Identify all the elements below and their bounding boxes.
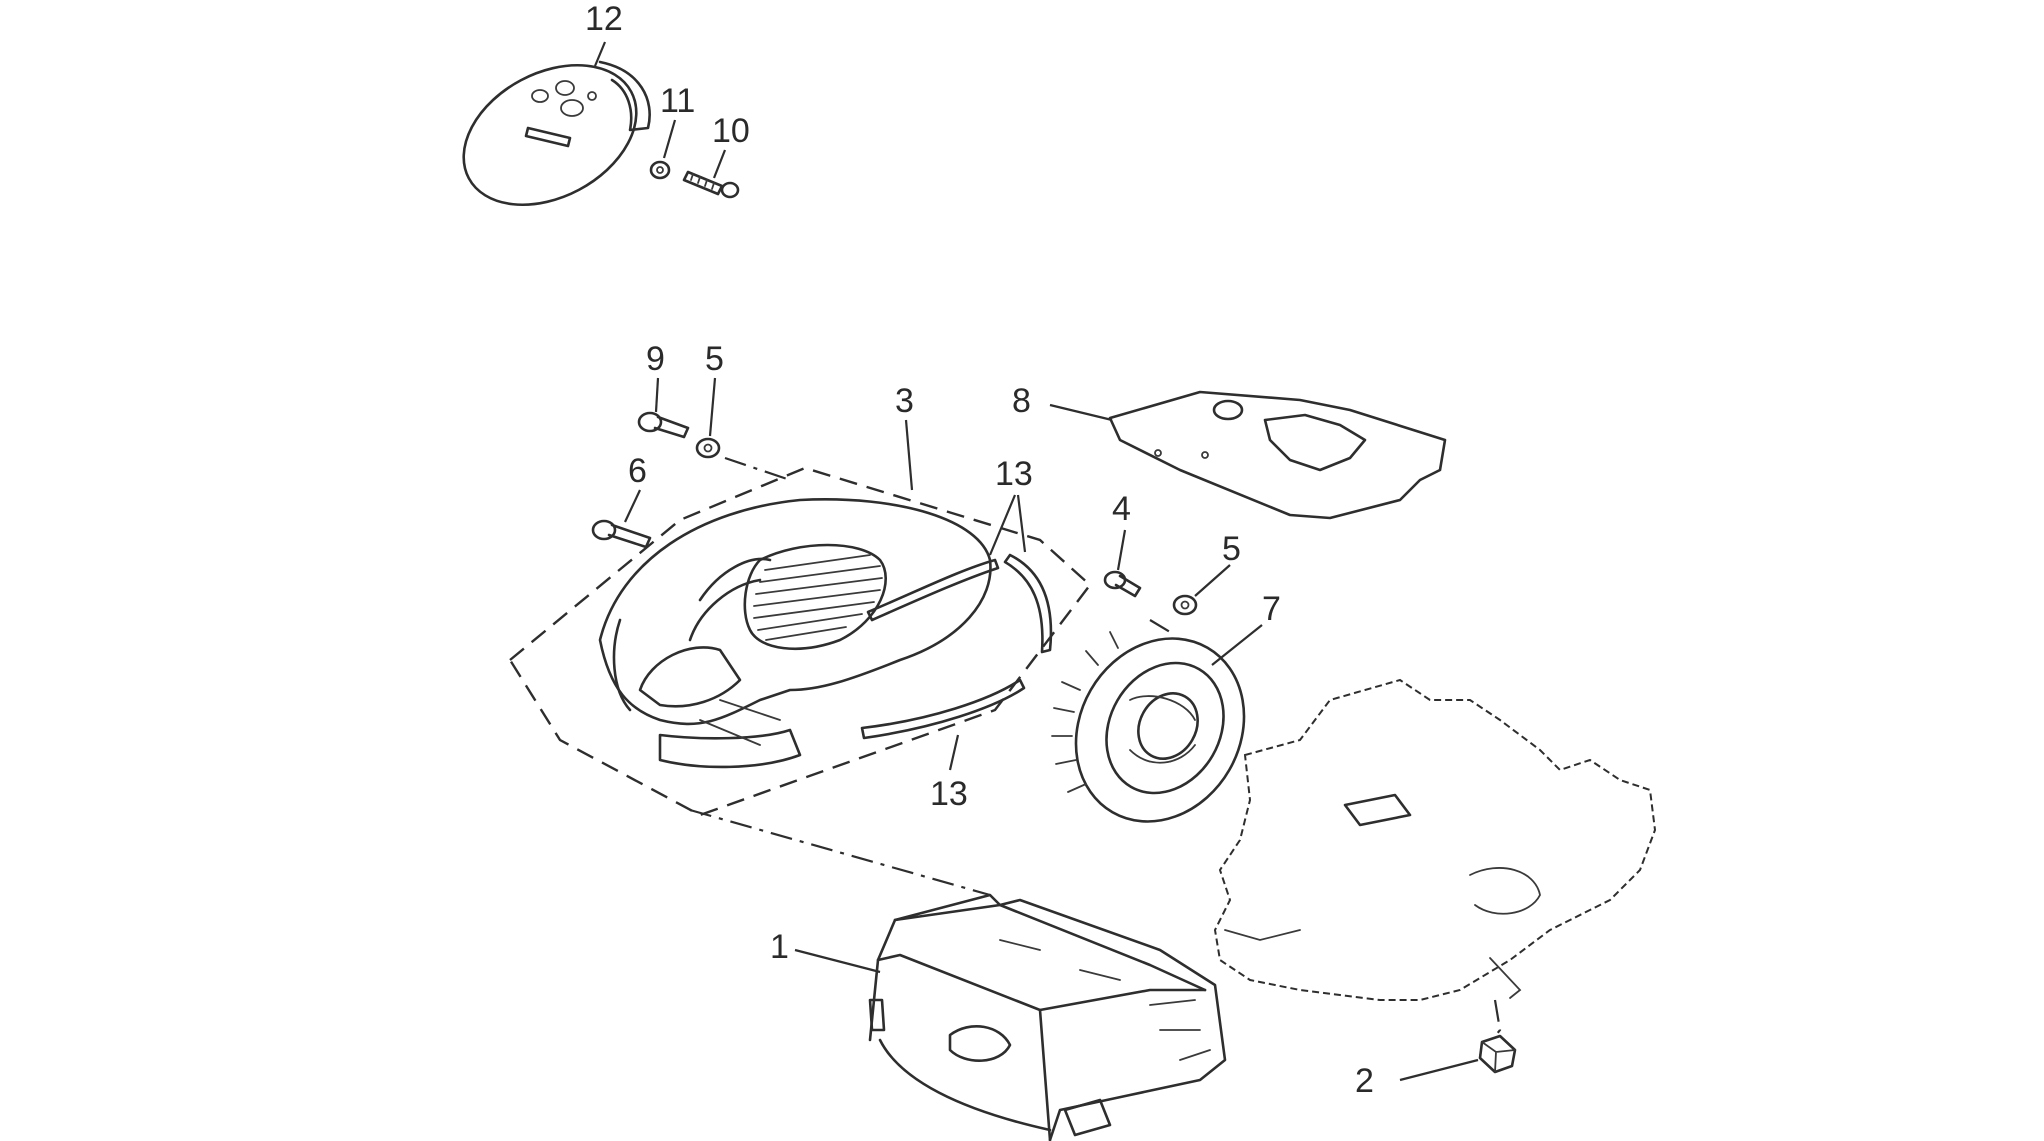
leader-11 bbox=[662, 119, 677, 159]
callout-13-lower: 13 bbox=[930, 775, 968, 813]
callout-5-right: 5 bbox=[1222, 530, 1241, 568]
callout-6: 6 bbox=[628, 452, 647, 490]
part-9-bolt bbox=[637, 411, 690, 439]
part-5-washer-right bbox=[1172, 594, 1198, 616]
callout-10: 10 bbox=[712, 112, 750, 150]
part-4-bolt bbox=[1103, 570, 1142, 598]
part-10-screw bbox=[682, 170, 740, 199]
callout-9: 9 bbox=[646, 340, 665, 378]
part-6-bolt bbox=[591, 519, 652, 549]
leader-2 bbox=[1399, 1058, 1479, 1082]
part-12-cover-plate bbox=[462, 60, 651, 207]
callout-3: 3 bbox=[895, 382, 914, 420]
part-1-cylinder-cover bbox=[689, 808, 1227, 1141]
engine-crankcase bbox=[1213, 678, 1657, 1001]
axis-line-upper bbox=[724, 456, 791, 482]
callout-5-upper: 5 bbox=[705, 340, 724, 378]
leader-1 bbox=[794, 948, 881, 974]
callout-13-upper: 13 bbox=[995, 455, 1033, 493]
callout-7: 7 bbox=[1262, 590, 1281, 628]
axis-line-cover bbox=[689, 808, 991, 897]
leader-8 bbox=[1049, 403, 1113, 422]
leader-13-upper bbox=[988, 494, 1027, 556]
leader-5-upper bbox=[708, 377, 717, 437]
part-2-nut bbox=[1478, 1034, 1517, 1074]
part-13-hoses bbox=[860, 553, 1053, 740]
leader-4 bbox=[1116, 529, 1127, 571]
axis-line-right bbox=[1149, 619, 1171, 633]
callout-12: 12 bbox=[585, 0, 623, 38]
leader-10 bbox=[712, 149, 727, 179]
leader-6 bbox=[624, 489, 641, 523]
callout-11: 11 bbox=[660, 82, 695, 120]
leader-3 bbox=[904, 419, 914, 491]
leader-9 bbox=[654, 377, 660, 413]
part-3-fan-shroud-assembly bbox=[508, 466, 1092, 817]
leader-5-right bbox=[1194, 564, 1231, 597]
part-8-gasket-plate bbox=[1108, 390, 1447, 520]
leader-7 bbox=[1211, 624, 1263, 666]
part-5-washer-upper bbox=[695, 437, 721, 459]
leader-12 bbox=[593, 41, 607, 67]
callout-4: 4 bbox=[1112, 490, 1131, 528]
part-11-washer bbox=[649, 160, 671, 180]
part-7-flywheel-fan bbox=[1051, 631, 1246, 823]
leader-13-lower bbox=[948, 734, 960, 771]
callout-8: 8 bbox=[1012, 382, 1031, 420]
callout-1: 1 bbox=[770, 928, 789, 966]
callout-2: 2 bbox=[1355, 1062, 1374, 1100]
